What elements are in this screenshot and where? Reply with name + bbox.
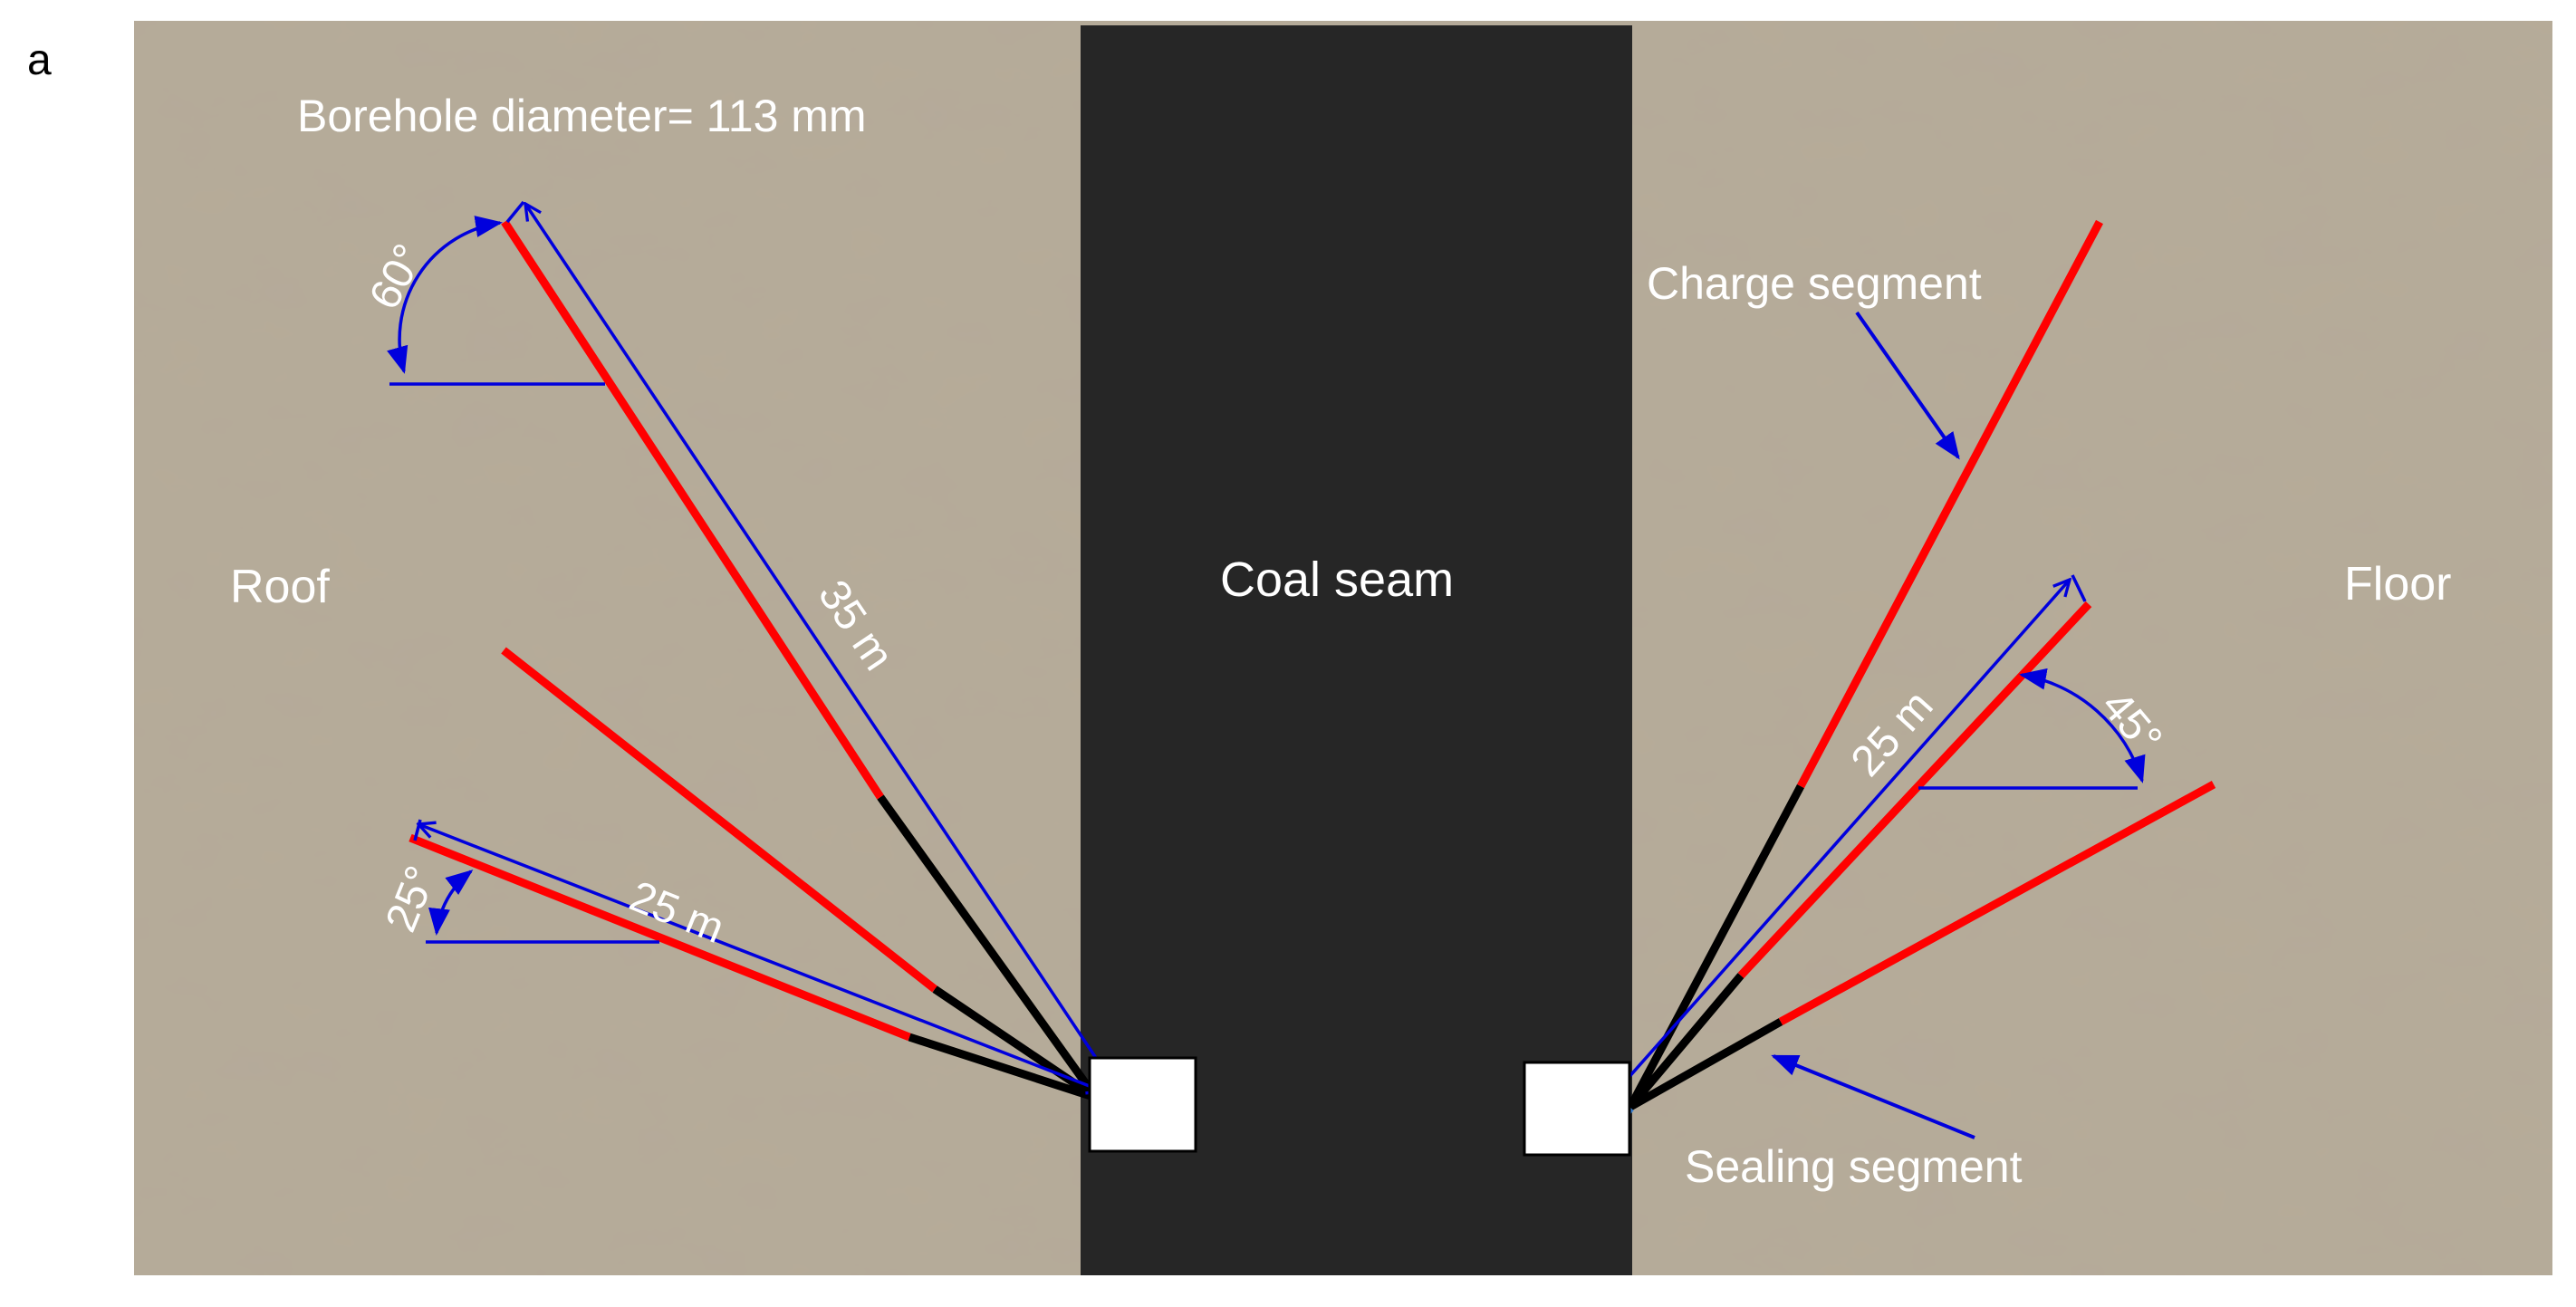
sealing-segment-label: Sealing segment [1685, 1141, 2023, 1192]
angle-45-arc [2019, 668, 2146, 783]
dimension-25m-left-line [418, 824, 1103, 1091]
dimension-25m-right-tick-top [2071, 574, 2087, 602]
angle-25-arc [428, 870, 474, 936]
right-drill-chamber [1523, 1061, 1631, 1157]
left-drill-chamber [1088, 1056, 1197, 1153]
coal-seam-label: Coal seam [1220, 553, 1454, 607]
angle-60-arc [387, 216, 503, 374]
sealing-segment-pointer [1771, 1054, 1975, 1139]
dimension-25m-right-line [1612, 580, 2070, 1096]
dimension-25m-left-tick [413, 819, 422, 841]
dimension-35m-tick-top [505, 200, 525, 224]
charge-segment-pointer [1855, 311, 1960, 460]
floor-label: Floor [2344, 558, 2451, 610]
charge-segment-label: Charge segment [1647, 258, 1982, 309]
roof-label: Roof [230, 561, 330, 613]
panel-label: a [27, 36, 52, 84]
borehole-diameter-label: Borehole diameter= 113 mm [297, 91, 867, 141]
